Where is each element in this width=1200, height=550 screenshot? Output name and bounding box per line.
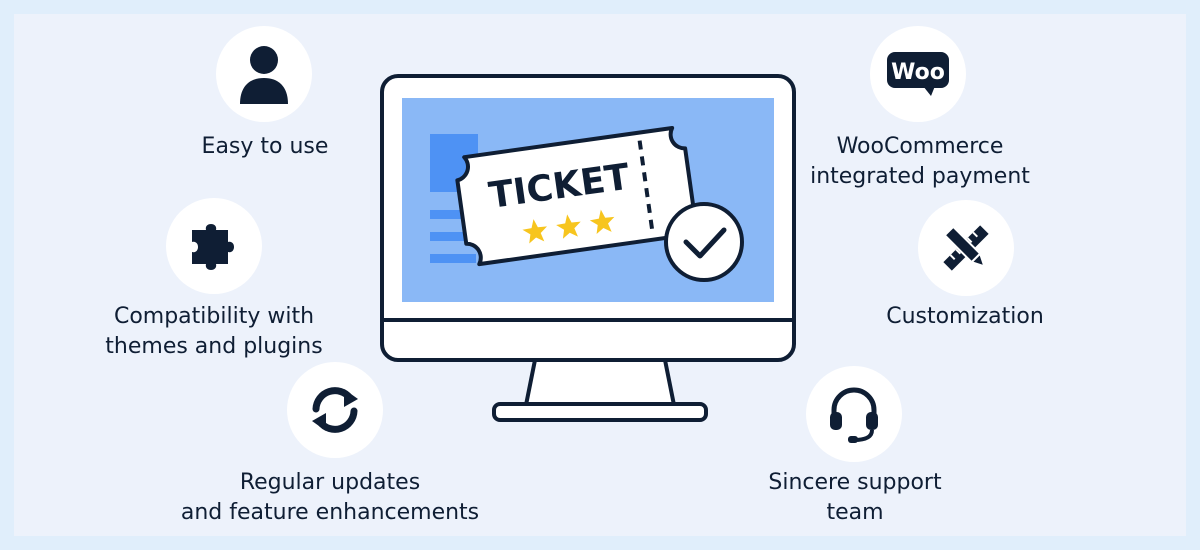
compatibility-line-2: themes and plugins xyxy=(105,334,323,359)
monitor-illustration: TICKET xyxy=(380,74,796,422)
woocommerce-line-2: integrated payment xyxy=(810,164,1030,189)
headset-icon xyxy=(830,387,878,443)
screen-line xyxy=(430,254,476,263)
woocommerce-line-1: WooCommerce xyxy=(836,134,1004,159)
updates-line-1: Regular updates xyxy=(239,470,421,495)
support-line-1: Sincere support xyxy=(768,470,942,495)
easy-to-use-circle xyxy=(216,26,312,122)
support-line-2: team xyxy=(826,500,884,525)
support-circle xyxy=(806,366,902,462)
pencil-ruler-icon xyxy=(943,225,989,271)
ticket: TICKET xyxy=(455,125,697,267)
customization-circle xyxy=(918,200,1014,296)
customization-label: Customization xyxy=(870,302,1060,332)
star-icon xyxy=(522,219,548,244)
easy-to-use-line-1: Easy to use xyxy=(201,134,329,159)
compatibility-line-1: Compatibility with xyxy=(113,304,315,329)
support-label: Sincere support team xyxy=(740,468,970,528)
woo-icon: Woo xyxy=(887,52,949,96)
check-circle-icon xyxy=(664,202,744,282)
ticket-stars xyxy=(522,209,615,244)
updates-line-2: and feature enhancements xyxy=(180,500,480,525)
star-icon xyxy=(556,214,581,239)
updates-label: Regular updates and feature enhancements xyxy=(160,468,500,528)
screen-line xyxy=(430,232,484,241)
puzzle-icon xyxy=(192,224,234,270)
woocommerce-circle: Woo xyxy=(870,26,966,122)
updates-circle xyxy=(287,362,383,458)
easy-to-use-label: Easy to use xyxy=(165,132,365,162)
compatibility-circle xyxy=(166,198,262,294)
compatibility-label: Compatibility with themes and plugins xyxy=(94,302,334,362)
screen-line xyxy=(430,210,480,219)
refresh-icon xyxy=(312,387,358,433)
customization-line-1: Customization xyxy=(886,304,1044,329)
woocommerce-label: WooCommerce integrated payment xyxy=(800,132,1040,192)
monitor-stand-base xyxy=(492,402,708,422)
user-icon xyxy=(240,46,288,104)
star-icon xyxy=(589,209,615,235)
woo-badge-text: Woo xyxy=(891,60,945,85)
